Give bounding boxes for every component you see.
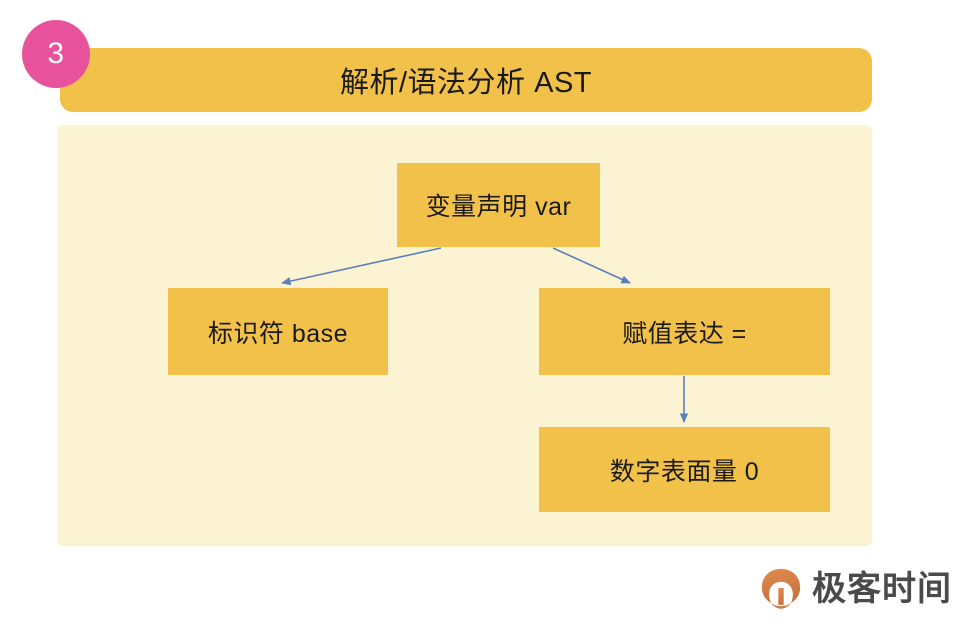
ast-node-label: 变量声明 var — [425, 193, 572, 221]
slide-number-label: 3 — [47, 37, 65, 70]
ast-node-label: 标识符 base — [207, 319, 349, 348]
brand-logo: 极客时间 — [758, 563, 958, 615]
ast-node-assignment-expression[interactable]: 赋值表达 = — [539, 288, 830, 375]
ast-node-variable-declaration[interactable]: 变量声明 var — [397, 163, 600, 247]
slide-title-bar: 解析/语法分析 AST — [60, 48, 872, 112]
geektime-logo-icon — [761, 568, 801, 609]
page-title: 解析/语法分析 AST — [339, 67, 592, 99]
ast-node-numeric-literal[interactable]: 数字表面量 0 — [539, 427, 830, 512]
ast-node-label: 数字表面量 0 — [609, 457, 760, 486]
ast-node-label: 赋值表达 = — [622, 319, 747, 348]
slide-number-badge: 3 — [22, 20, 90, 88]
ast-node-identifier[interactable]: 标识符 base — [168, 288, 388, 375]
brand-name-label: 极客时间 — [812, 570, 952, 608]
